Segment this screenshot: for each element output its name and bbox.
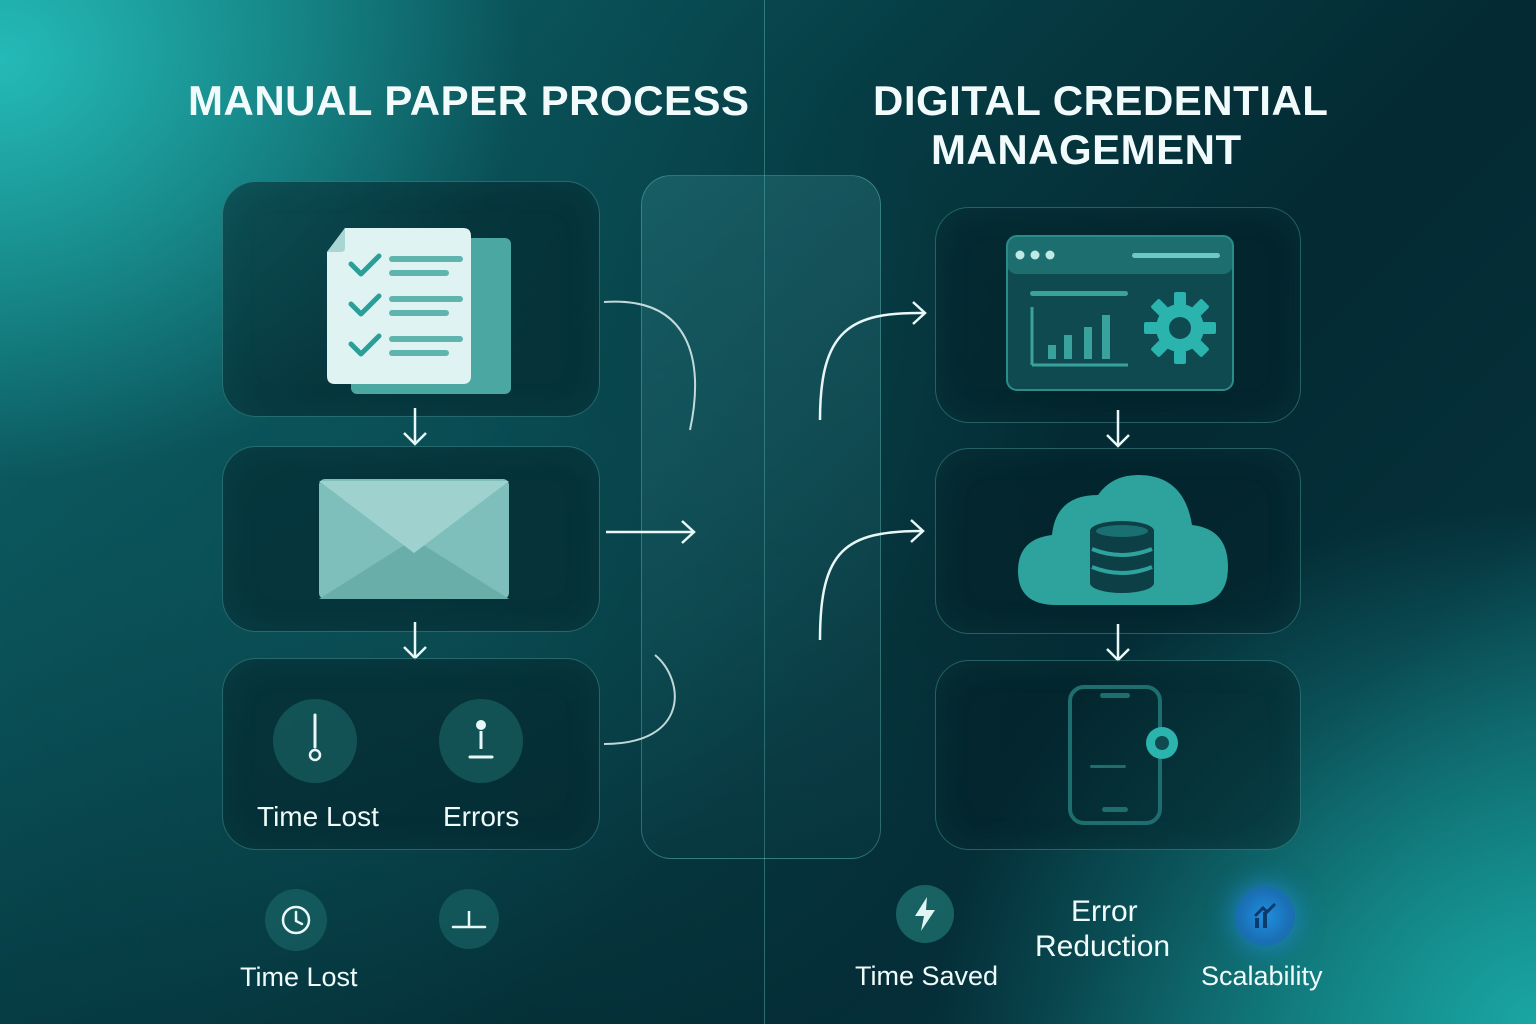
envelope-icon	[319, 479, 509, 599]
arrow-down-icon	[1106, 624, 1130, 662]
mobile-card	[935, 660, 1301, 850]
time-saved-label: Time Saved	[855, 961, 999, 991]
cloud-database-icon	[1018, 475, 1228, 605]
center-panel	[641, 175, 881, 859]
document-checklist-icon	[327, 228, 511, 394]
dashboard-card	[935, 207, 1301, 423]
right-title-line1: DIGITAL CREDENTIAL	[873, 77, 1329, 124]
clock-icon	[281, 905, 311, 935]
time-saved-circle	[896, 885, 954, 943]
scalability-circle	[1235, 886, 1295, 946]
errors-bottom-circle	[439, 889, 499, 949]
smartphone-icon	[1068, 685, 1178, 825]
time-lost-bottom-label: Time Lost	[240, 962, 358, 992]
mail-card	[222, 446, 600, 632]
problems-card: Time Lost Errors	[222, 658, 600, 850]
paper-document-card	[222, 181, 600, 417]
error-reduction-label-line1: Error	[1071, 895, 1138, 928]
error-icon	[468, 720, 494, 759]
left-title: MANUAL PAPER PROCESS	[188, 77, 750, 124]
center-divider	[764, 0, 765, 1024]
errors-circle	[439, 699, 523, 783]
time-lost-circle	[273, 699, 357, 783]
chart-icon	[1253, 902, 1277, 928]
time-lost-label: Time Lost	[257, 801, 379, 832]
time-lost-bottom-circle	[265, 889, 327, 951]
gear-icon	[1144, 292, 1216, 364]
errors-label: Errors	[443, 801, 520, 832]
right-title-line2: MANAGEMENT	[931, 126, 1242, 173]
arrow-down-icon	[403, 408, 427, 446]
cloud-storage-card	[935, 448, 1301, 634]
scalability-label: Scalability	[1201, 961, 1323, 991]
clock-icon	[308, 713, 322, 762]
lightning-icon	[915, 897, 935, 931]
arrow-down-icon	[1106, 410, 1130, 448]
error-reduction-label-line2: Reduction	[1035, 930, 1171, 963]
error-icon	[451, 911, 487, 929]
